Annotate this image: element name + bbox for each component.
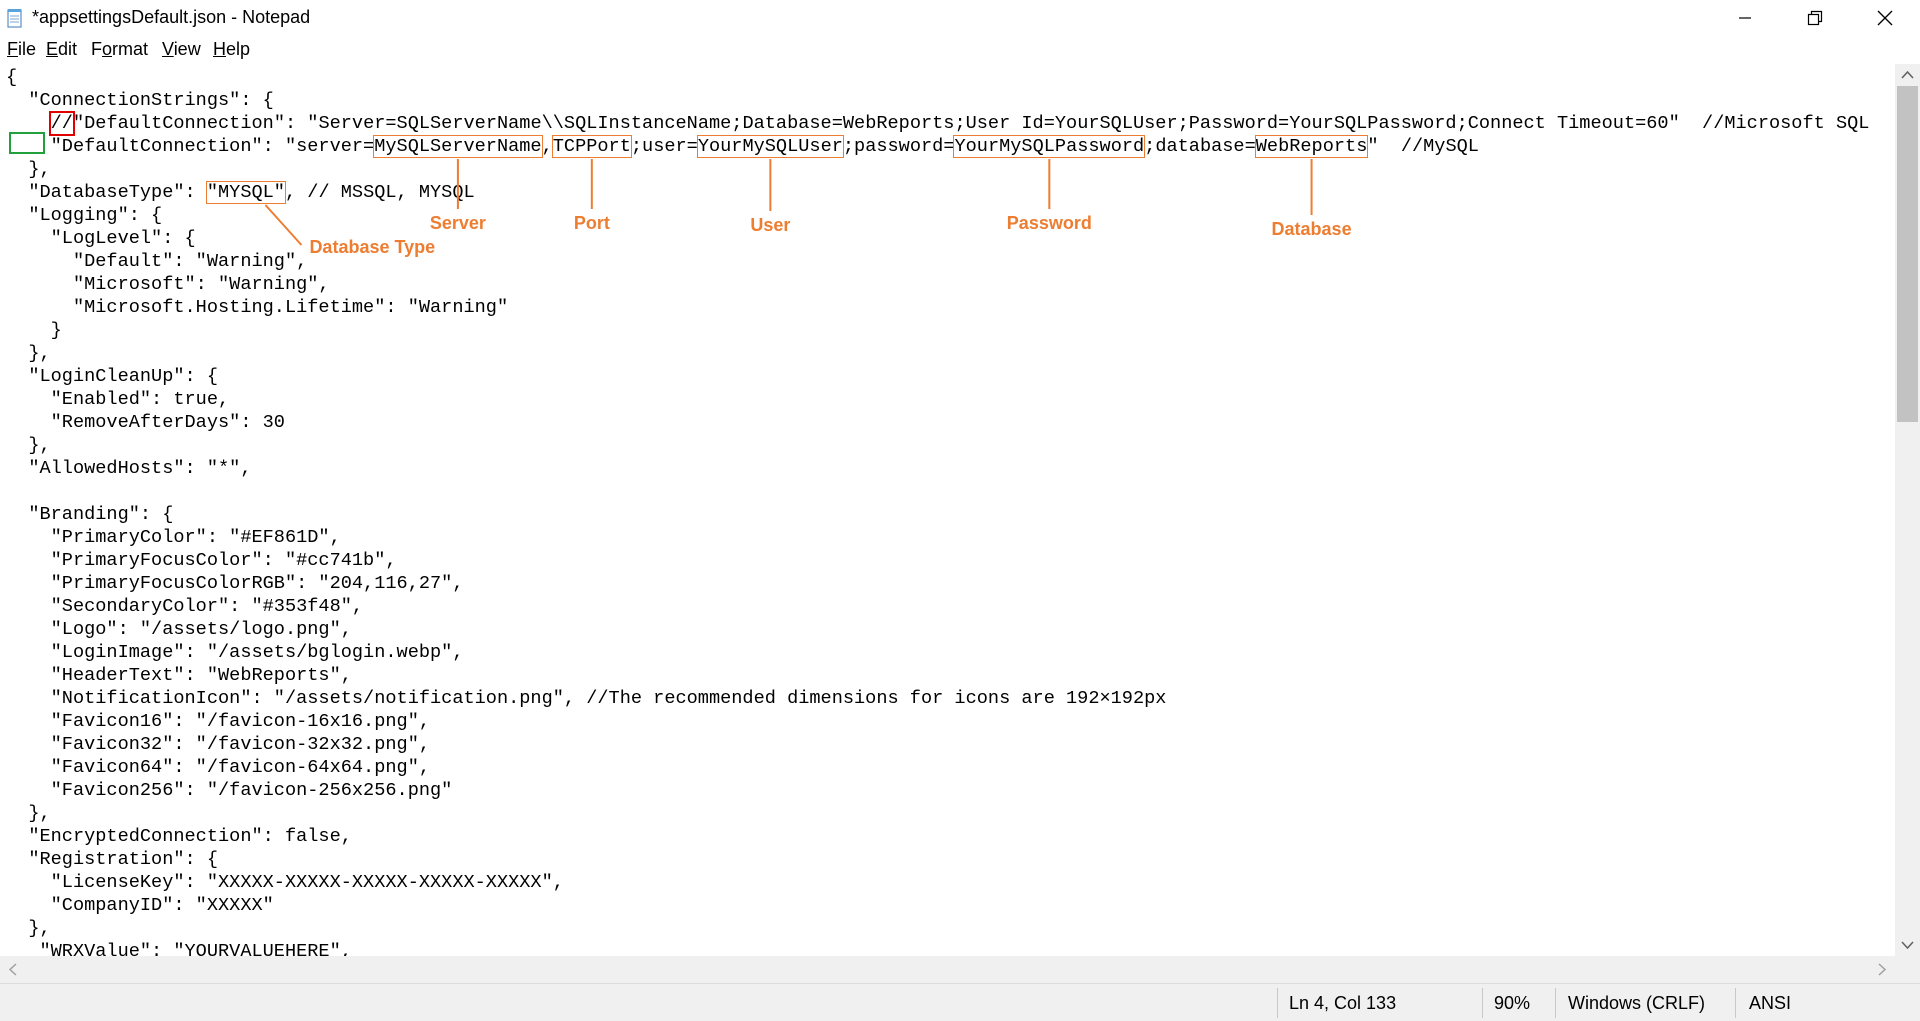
highlight-server: MySQLServerName (373, 135, 543, 158)
editor-line: "LicenseKey": "XXXXX-XXXXX-XXXXX-XXXXX-X… (6, 872, 564, 893)
vertical-scroll-thumb[interactable] (1897, 86, 1918, 422)
horizontal-scrollbar[interactable] (0, 956, 1895, 983)
editor-line: "RemoveAfterDays": 30 (6, 412, 285, 433)
editor-content[interactable]: { "ConnectionStrings": { //"DefaultConne… (6, 66, 1869, 956)
status-separator (1555, 988, 1556, 1018)
title-bar: *appsettingsDefault.json - Notepad (0, 0, 1920, 36)
editor-line: "WRXValue": "YOURVALUEHERE", (6, 941, 352, 956)
editor-line: }, (6, 343, 51, 364)
editor-line: }, (6, 159, 51, 180)
editor-line: "Logging": { (6, 205, 163, 226)
scroll-left-icon[interactable] (8, 963, 18, 976)
scrollbar-corner (1895, 956, 1920, 983)
menu-edit[interactable]: Edit (46, 39, 78, 59)
editor-line: "Branding": { (6, 504, 174, 525)
editor-line: "Microsoft": "Warning", (6, 274, 330, 295)
editor-line: "HeaderText": "WebReports", (6, 665, 352, 686)
notepad-icon (7, 9, 22, 28)
minimize-button[interactable] (1710, 0, 1780, 36)
status-position: Ln 4, Col 133 (1289, 993, 1397, 1013)
editor-line: "DefaultConnection": "server=MySQLServer… (6, 135, 1479, 158)
text-editor[interactable]: { "ConnectionStrings": { //"DefaultConne… (0, 64, 1895, 956)
menu-format[interactable]: Format (91, 39, 149, 59)
editor-line: //"DefaultConnection": "Server=SQLServer… (48, 111, 1870, 136)
editor-line: }, (6, 435, 51, 456)
editor-line: "NotificationIcon": "/assets/notificatio… (6, 688, 1167, 709)
editor-line: "LoginImage": "/assets/bglogin.webp", (6, 642, 464, 663)
menu-help[interactable]: Help (213, 39, 251, 59)
close-icon (1877, 10, 1893, 26)
editor-line: "LoginCleanUp": { (6, 366, 219, 387)
scroll-down-icon[interactable] (1901, 940, 1914, 950)
editor-line (6, 480, 1869, 503)
editor-line: "Enabled": true, (6, 389, 230, 410)
vertical-scrollbar[interactable] (1895, 64, 1920, 956)
editor-line: }, (6, 803, 51, 824)
status-bar: Ln 4, Col 133 90% Windows (CRLF) ANSI (0, 983, 1920, 1021)
status-encoding: ANSI (1749, 993, 1792, 1013)
editor-line: "Favicon32": "/favicon-32x32.png", (6, 734, 431, 755)
editor-line: "EncryptedConnection": false, (6, 826, 352, 847)
editor-line: "Favicon256": "/favicon-256x256.png" (6, 780, 453, 801)
highlight-password: YourMySQLPassword (953, 135, 1146, 158)
highlight-database-type: "MYSQL" (205, 181, 286, 204)
close-button[interactable] (1850, 0, 1920, 36)
highlight-port: TCPPort (551, 135, 632, 158)
editor-line: "Favicon64": "/favicon-64x64.png", (6, 757, 431, 778)
editor-line: "Default": "Warning", (6, 251, 308, 272)
status-line-endings: Windows (CRLF) (1568, 993, 1706, 1013)
status-separator (1482, 988, 1483, 1018)
highlight-user: YourMySQLUser (696, 135, 844, 158)
editor-line: "Microsoft.Hosting.Lifetime": "Warning" (6, 297, 509, 318)
restore-button[interactable] (1780, 0, 1850, 36)
editor-line: "DatabaseType": "MYSQL", // MSSQL, MYSQL (6, 181, 475, 204)
editor-line: "LogLevel": { (6, 228, 196, 249)
menu-view[interactable]: View (162, 39, 201, 59)
editor-line: }, (6, 918, 51, 939)
scroll-up-icon[interactable] (1901, 70, 1914, 80)
editor-line: "Registration": { (6, 849, 219, 870)
commented-out-marker: // (48, 111, 75, 136)
menu-bar: File Edit Format View Help (0, 36, 1920, 64)
editor-line: "Logo": "/assets/logo.png", (6, 619, 352, 640)
minimize-icon (1739, 17, 1751, 19)
scroll-right-icon[interactable] (1877, 963, 1887, 976)
editor-line: "ConnectionStrings": { (6, 90, 274, 111)
editor-line: "PrimaryFocusColor": "#cc741b", (6, 550, 397, 571)
menu-file[interactable]: File (7, 39, 37, 59)
editor-line: "PrimaryColor": "#EF861D", (6, 527, 341, 548)
highlight-database: WebReports (1254, 135, 1369, 158)
status-separator (1735, 988, 1736, 1018)
editor-line: "AllowedHosts": "*", (6, 458, 252, 479)
editor-line: "Favicon16": "/favicon-16x16.png", (6, 711, 431, 732)
editor-line: "SecondaryColor": "#353f48", (6, 596, 364, 617)
restore-icon (1807, 10, 1823, 26)
editor-line: "CompanyID": "XXXXX" (6, 895, 274, 916)
status-zoom: 90% (1494, 993, 1531, 1013)
editor-line: { (6, 67, 18, 88)
status-separator (1277, 988, 1278, 1018)
window-title: *appsettingsDefault.json - Notepad (32, 7, 311, 27)
editor-line: } (6, 320, 62, 341)
editor-line: "PrimaryFocusColorRGB": "204,116,27", (6, 573, 464, 594)
